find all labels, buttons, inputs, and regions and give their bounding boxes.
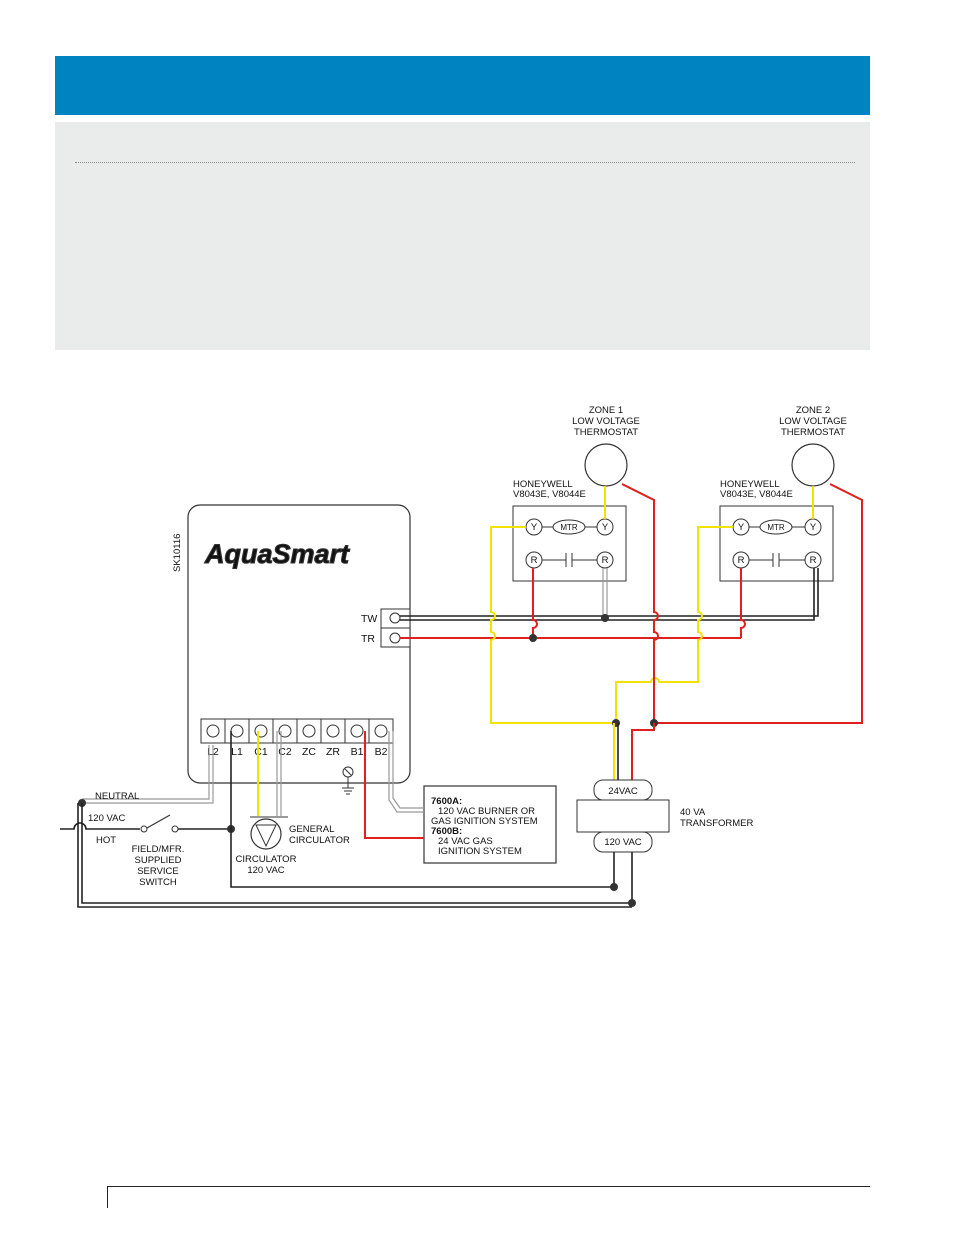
zone1-valve: HONEYWELL V8043E, V8044E Y MTR Y R R [512, 479, 627, 582]
valve2-model: V8043E, V8044E [720, 489, 793, 500]
general-circulator-1: GENERAL [289, 824, 334, 835]
valve2-r-left: R [738, 555, 745, 566]
valve1-y-left: Y [531, 522, 538, 533]
zone2-title: ZONE 2 [796, 405, 830, 416]
box-7600a-line1: 120 VAC BURNER OR [438, 806, 535, 817]
transformer-24vac: 24VAC [608, 786, 638, 797]
tr-wire [400, 568, 746, 639]
valve2-r-right: R [810, 555, 817, 566]
valve1-y-right: Y [602, 522, 609, 533]
valve1-mtr: MTR [560, 523, 578, 532]
terminal-zc [302, 724, 316, 738]
circulator-pump-icon [250, 816, 288, 850]
box-7600a-title: 7600A: [431, 796, 462, 807]
transformer-rating: 40 VA [680, 807, 706, 818]
zone2-valve: HONEYWELL V8043E, V8044E Y MTR Y R R [719, 479, 834, 582]
ground-icon [342, 766, 354, 795]
terminal-b1 [350, 724, 364, 738]
general-circulator-2: CIRCULATOR [289, 835, 350, 846]
box-7600b-line1: 24 VAC GAS [438, 836, 493, 847]
terminal-label-c1: C1 [254, 746, 268, 758]
footer-rule [107, 1186, 870, 1187]
valve2-brand: HONEYWELL [720, 479, 780, 490]
valve2-y-left: Y [738, 522, 745, 533]
tr-label: TR [361, 633, 375, 645]
switch-label-4: SWITCH [139, 877, 177, 888]
hot-label: HOT [96, 835, 116, 846]
terminal-label-zc: ZC [302, 746, 316, 758]
terminal-label-b2: B2 [375, 746, 388, 758]
zone2-subtitle2: THERMOSTAT [781, 427, 845, 438]
circulator-label-2: 120 VAC [247, 865, 284, 876]
terminal-label-b1: B1 [351, 746, 364, 758]
terminal-label-c2: C2 [278, 746, 292, 758]
zone1-subtitle2: THERMOSTAT [574, 427, 638, 438]
zone1-thermostat [584, 443, 628, 487]
terminal-tw [389, 612, 401, 624]
terminal-c1 [254, 724, 268, 738]
ignition-system-box: 7600A: 120 VAC BURNER OR GAS IGNITION SY… [423, 785, 557, 864]
box-7600b-title: 7600B: [431, 826, 462, 837]
switch-label-1: FIELD/MFR. [132, 844, 185, 855]
valve2-mtr: MTR [767, 523, 785, 532]
info-panel [55, 122, 870, 350]
zone2-subtitle: LOW VOLTAGE [779, 416, 847, 427]
zone1-subtitle: LOW VOLTAGE [572, 416, 640, 427]
tw-label: TW [361, 613, 377, 625]
box-7600b-line2: IGNITION SYSTEM [438, 846, 522, 857]
footer-tick [107, 1186, 108, 1208]
valve1-model: V8043E, V8044E [513, 489, 586, 500]
valve2-y-right: Y [810, 522, 817, 533]
zone1-title: ZONE 1 [589, 405, 623, 416]
switch-label-2: SUPPLIED [135, 855, 182, 866]
terminal-label-l1: L1 [231, 746, 243, 758]
zone2-thermostat [791, 443, 835, 487]
sheet-code: SK10116 [172, 534, 183, 572]
transformer-120vac: 120 VAC [604, 837, 641, 848]
transformer: 24VAC 120 VAC 40 VA TRANSFORMER [576, 779, 754, 853]
switch-label-3: SERVICE [137, 866, 179, 877]
aquasmart-logo: AquaSmart [204, 539, 350, 569]
neutral-label: NEUTRAL [95, 791, 139, 802]
terminal-l1 [230, 724, 244, 738]
tw-wire [400, 568, 819, 621]
header-band [55, 56, 870, 115]
terminal-b2 [374, 724, 388, 738]
circulator-label-1: CIRCULATOR [236, 854, 297, 865]
terminal-label-zr: ZR [326, 746, 340, 758]
valve1-r-right: R [602, 555, 609, 566]
terminal-l2 [206, 724, 220, 738]
terminal-c2 [278, 724, 292, 738]
valve1-r-left: R [531, 555, 538, 566]
valve1-brand: HONEYWELL [513, 479, 573, 490]
terminal-zr [326, 724, 340, 738]
transformer-name: TRANSFORMER [680, 818, 754, 829]
service-switch-icon [140, 814, 179, 833]
terminal-tr [389, 632, 401, 644]
info-panel-divider [75, 162, 855, 163]
box-7600a-line2: GAS IGNITION SYSTEM [431, 816, 538, 827]
120vac-label: 120 VAC [88, 813, 125, 824]
